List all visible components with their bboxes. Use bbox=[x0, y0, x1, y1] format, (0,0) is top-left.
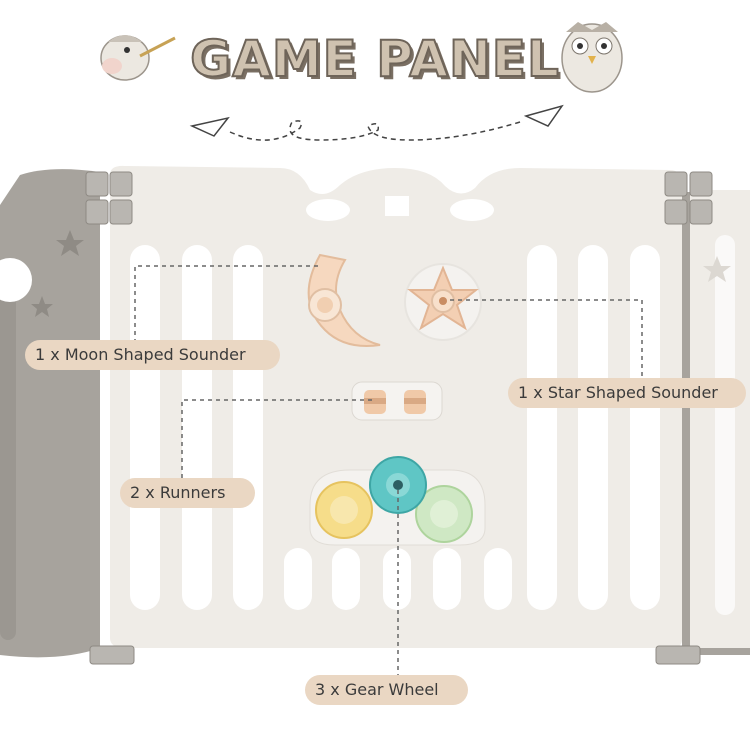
gear-green bbox=[415, 485, 473, 543]
gear-teal bbox=[369, 456, 427, 514]
leader-lines bbox=[134, 265, 643, 680]
star-icon bbox=[31, 230, 84, 317]
star-sounder-label: 1 x Star Shaped Sounder bbox=[508, 378, 746, 408]
runners-label: 2 x Runners bbox=[120, 478, 255, 508]
gear-wheel-label: 3 x Gear Wheel bbox=[305, 675, 468, 705]
moon-sounder-label: 1 x Moon Shaped Sounder bbox=[25, 340, 280, 370]
owl-icon bbox=[561, 22, 623, 93]
paper-plane-icon bbox=[189, 104, 564, 141]
bird-left-icon bbox=[100, 35, 176, 81]
gear-yellow bbox=[315, 481, 373, 539]
runners bbox=[351, 381, 443, 421]
page-title: GAME PANEL bbox=[189, 29, 560, 89]
